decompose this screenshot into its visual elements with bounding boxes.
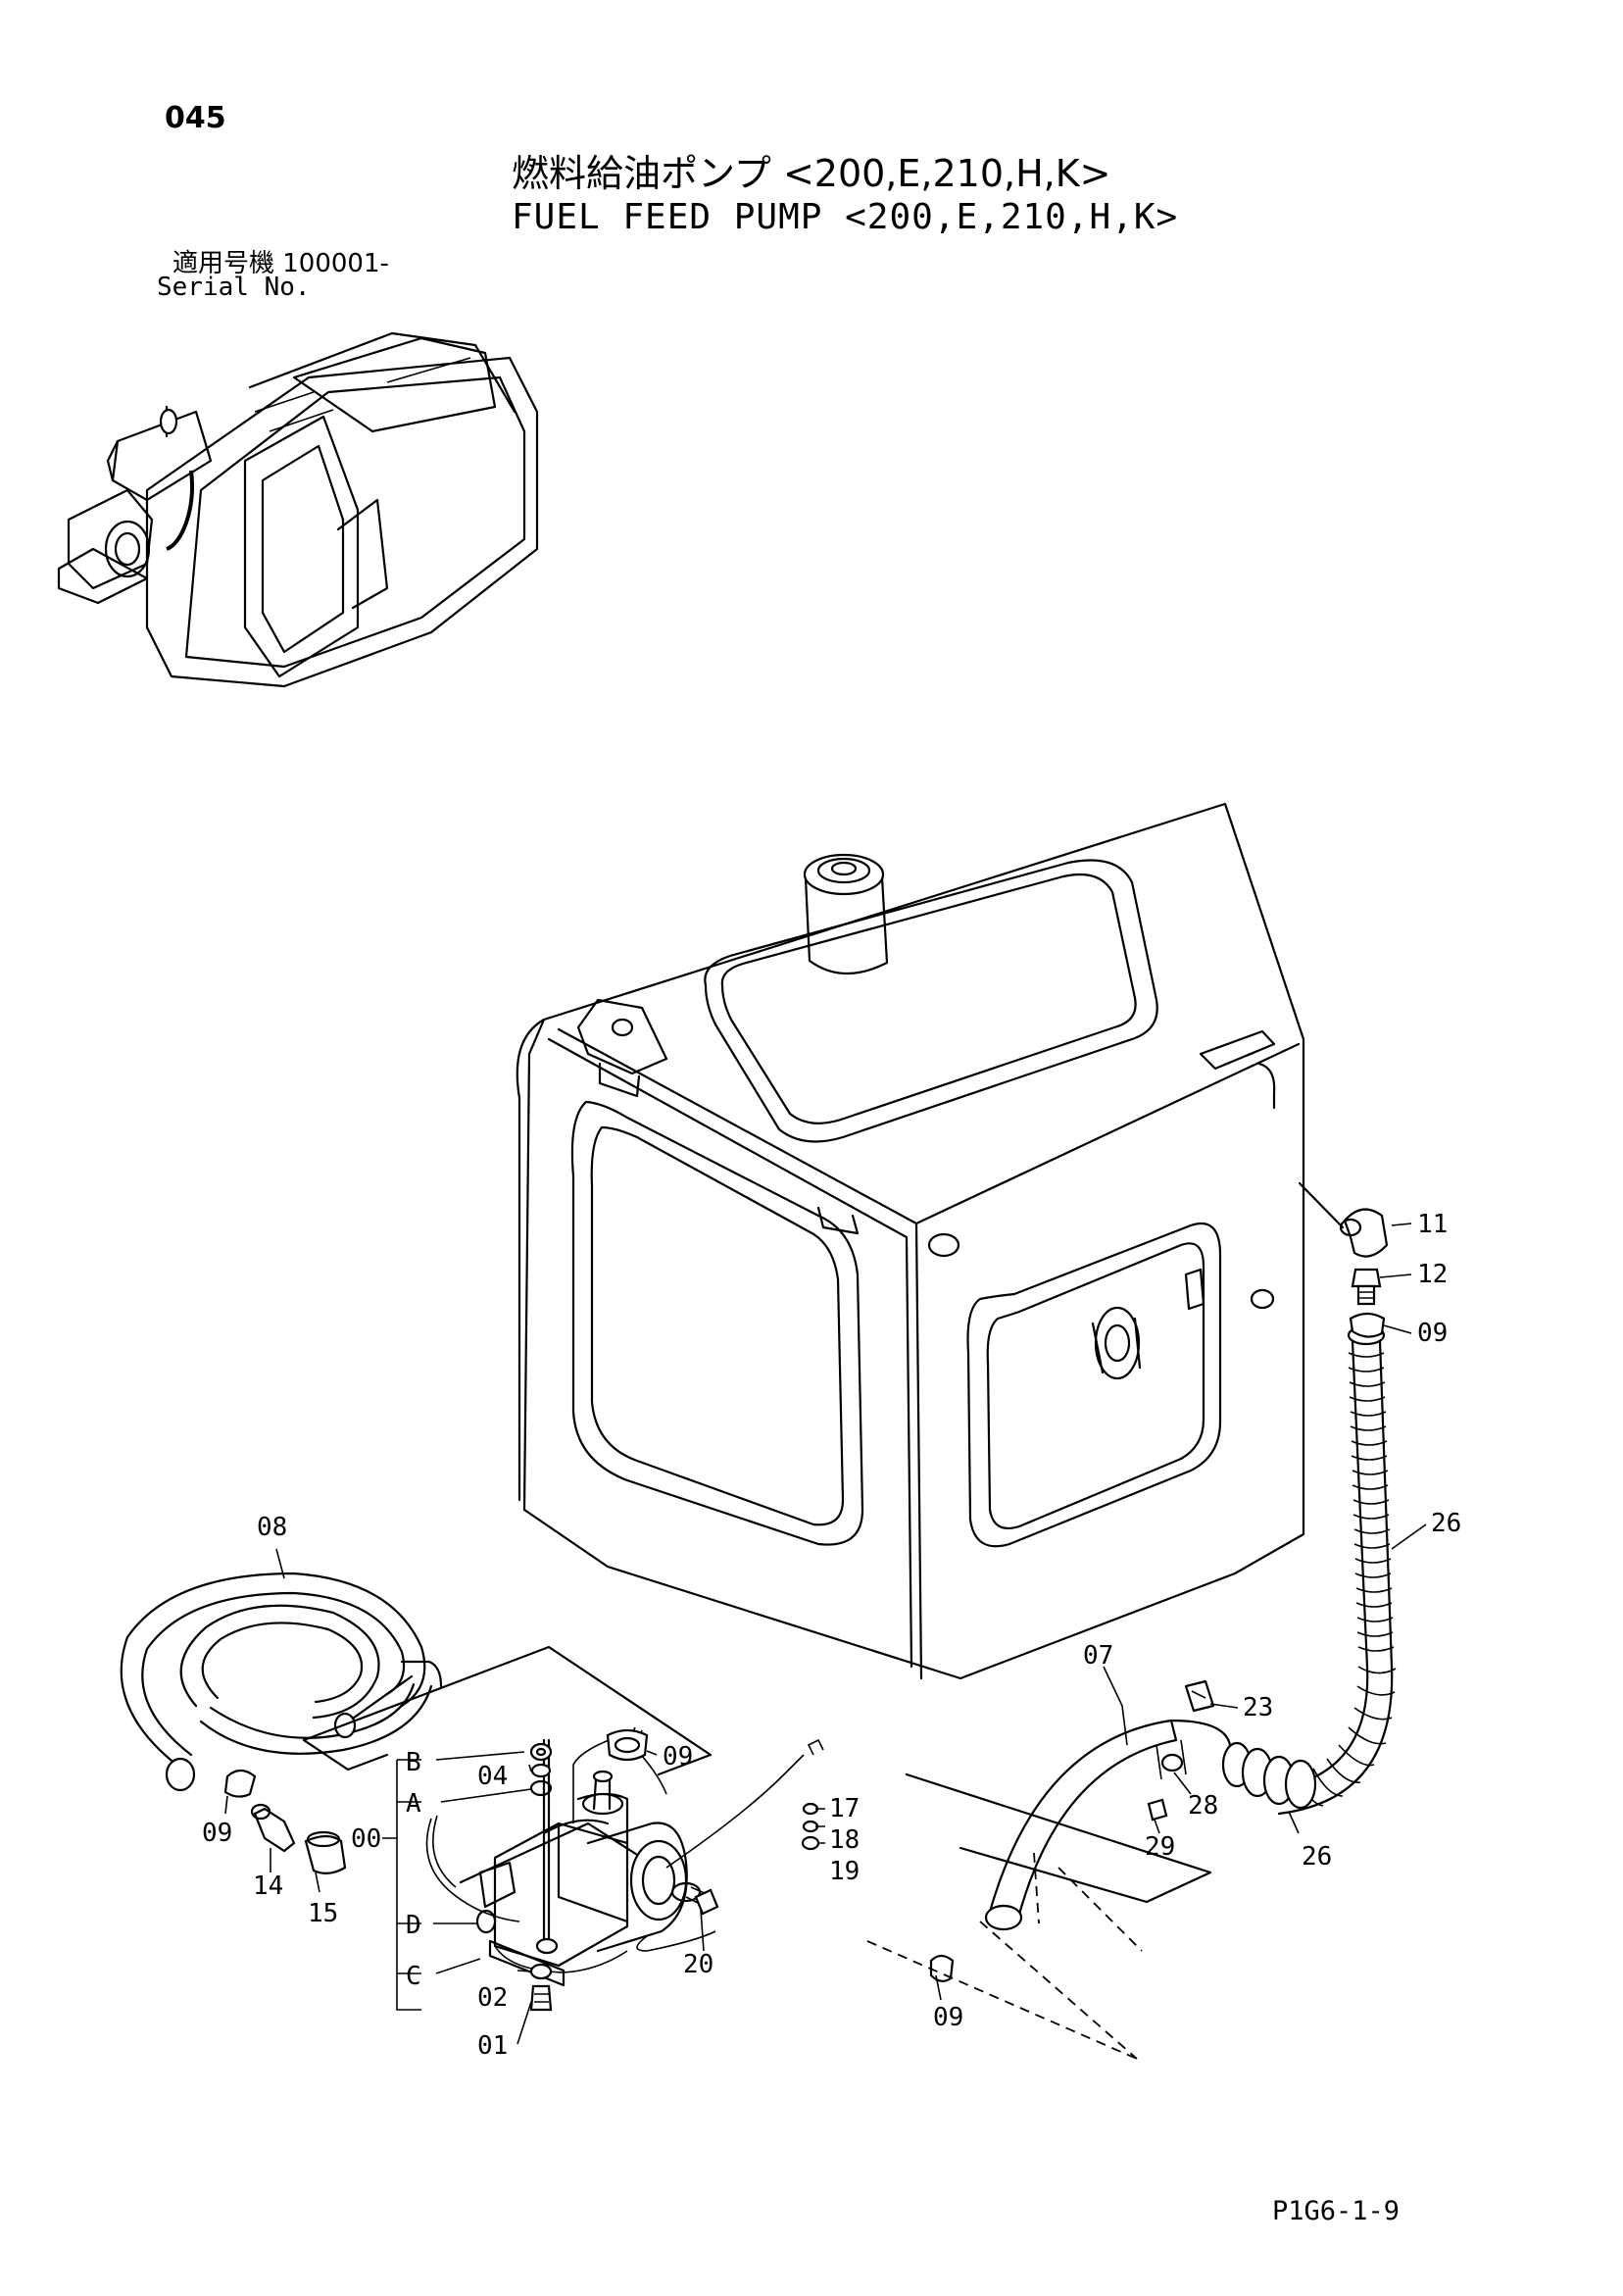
callout-09-left: 09 <box>202 1819 232 1848</box>
hose-coil-08 <box>120 1572 443 1792</box>
callout-26-lower: 26 <box>1302 1842 1332 1872</box>
callout-23: 23 <box>1243 1693 1273 1722</box>
leader-lines <box>224 1223 1427 2045</box>
tank-outlet-fittings <box>1298 1181 1389 1338</box>
callout-14: 14 <box>253 1872 283 1901</box>
callout-A: A <box>406 1789 421 1819</box>
page-title-english: FUEL FEED PUMP <200,E,210,H,K> <box>512 197 1179 237</box>
callout-labels: 11 12 09 26 26 07 23 28 29 08 09 14 15 0… <box>202 1210 1461 2061</box>
callout-00: 00 <box>351 1824 381 1854</box>
callout-09-tank: 09 <box>1417 1319 1448 1348</box>
callout-04: 04 <box>477 1762 508 1791</box>
hose-07 <box>866 1679 1237 2060</box>
callout-20: 20 <box>683 1950 713 1979</box>
drawing-code: P1G6-1-9 <box>1272 2196 1401 2226</box>
callout-15: 15 <box>308 1899 338 1928</box>
page-number: 045 <box>165 101 226 135</box>
callout-18: 18 <box>829 1825 860 1855</box>
callout-11: 11 <box>1417 1210 1448 1239</box>
callout-29: 29 <box>1145 1832 1175 1862</box>
bracket-plate <box>459 1822 644 1884</box>
callout-17: 17 <box>829 1794 860 1823</box>
pump-fittings <box>223 1728 955 2012</box>
callout-C: C <box>406 1962 421 1991</box>
page-title-japanese: 燃料給油ポンプ <200,E,210,H,K> <box>512 152 1111 195</box>
callout-28: 28 <box>1188 1791 1218 1821</box>
callout-26-upper: 26 <box>1431 1509 1461 1538</box>
serial-label-japanese: 適用号機 100001- <box>172 249 389 278</box>
pump-mounting-plate <box>302 1645 713 1776</box>
callout-B: B <box>406 1748 421 1777</box>
callout-07: 07 <box>1083 1641 1113 1671</box>
callout-12: 12 <box>1417 1260 1448 1289</box>
callout-19: 19 <box>829 1857 860 1886</box>
callout-01: 01 <box>477 2031 508 2061</box>
callout-02: 02 <box>477 1983 508 2013</box>
callout-08: 08 <box>257 1513 287 1542</box>
callout-D: D <box>406 1911 421 1940</box>
callout-09-bottom: 09 <box>933 2003 963 2032</box>
callout-09-pump: 09 <box>663 1742 693 1772</box>
corrugated-hose-26 <box>1221 1324 1397 1816</box>
fuel-tank <box>516 802 1305 1680</box>
serial-label-english: Serial No. <box>157 273 311 302</box>
machine-overview-illustration <box>57 331 539 688</box>
fuel-pump-assembly <box>425 1726 824 1987</box>
